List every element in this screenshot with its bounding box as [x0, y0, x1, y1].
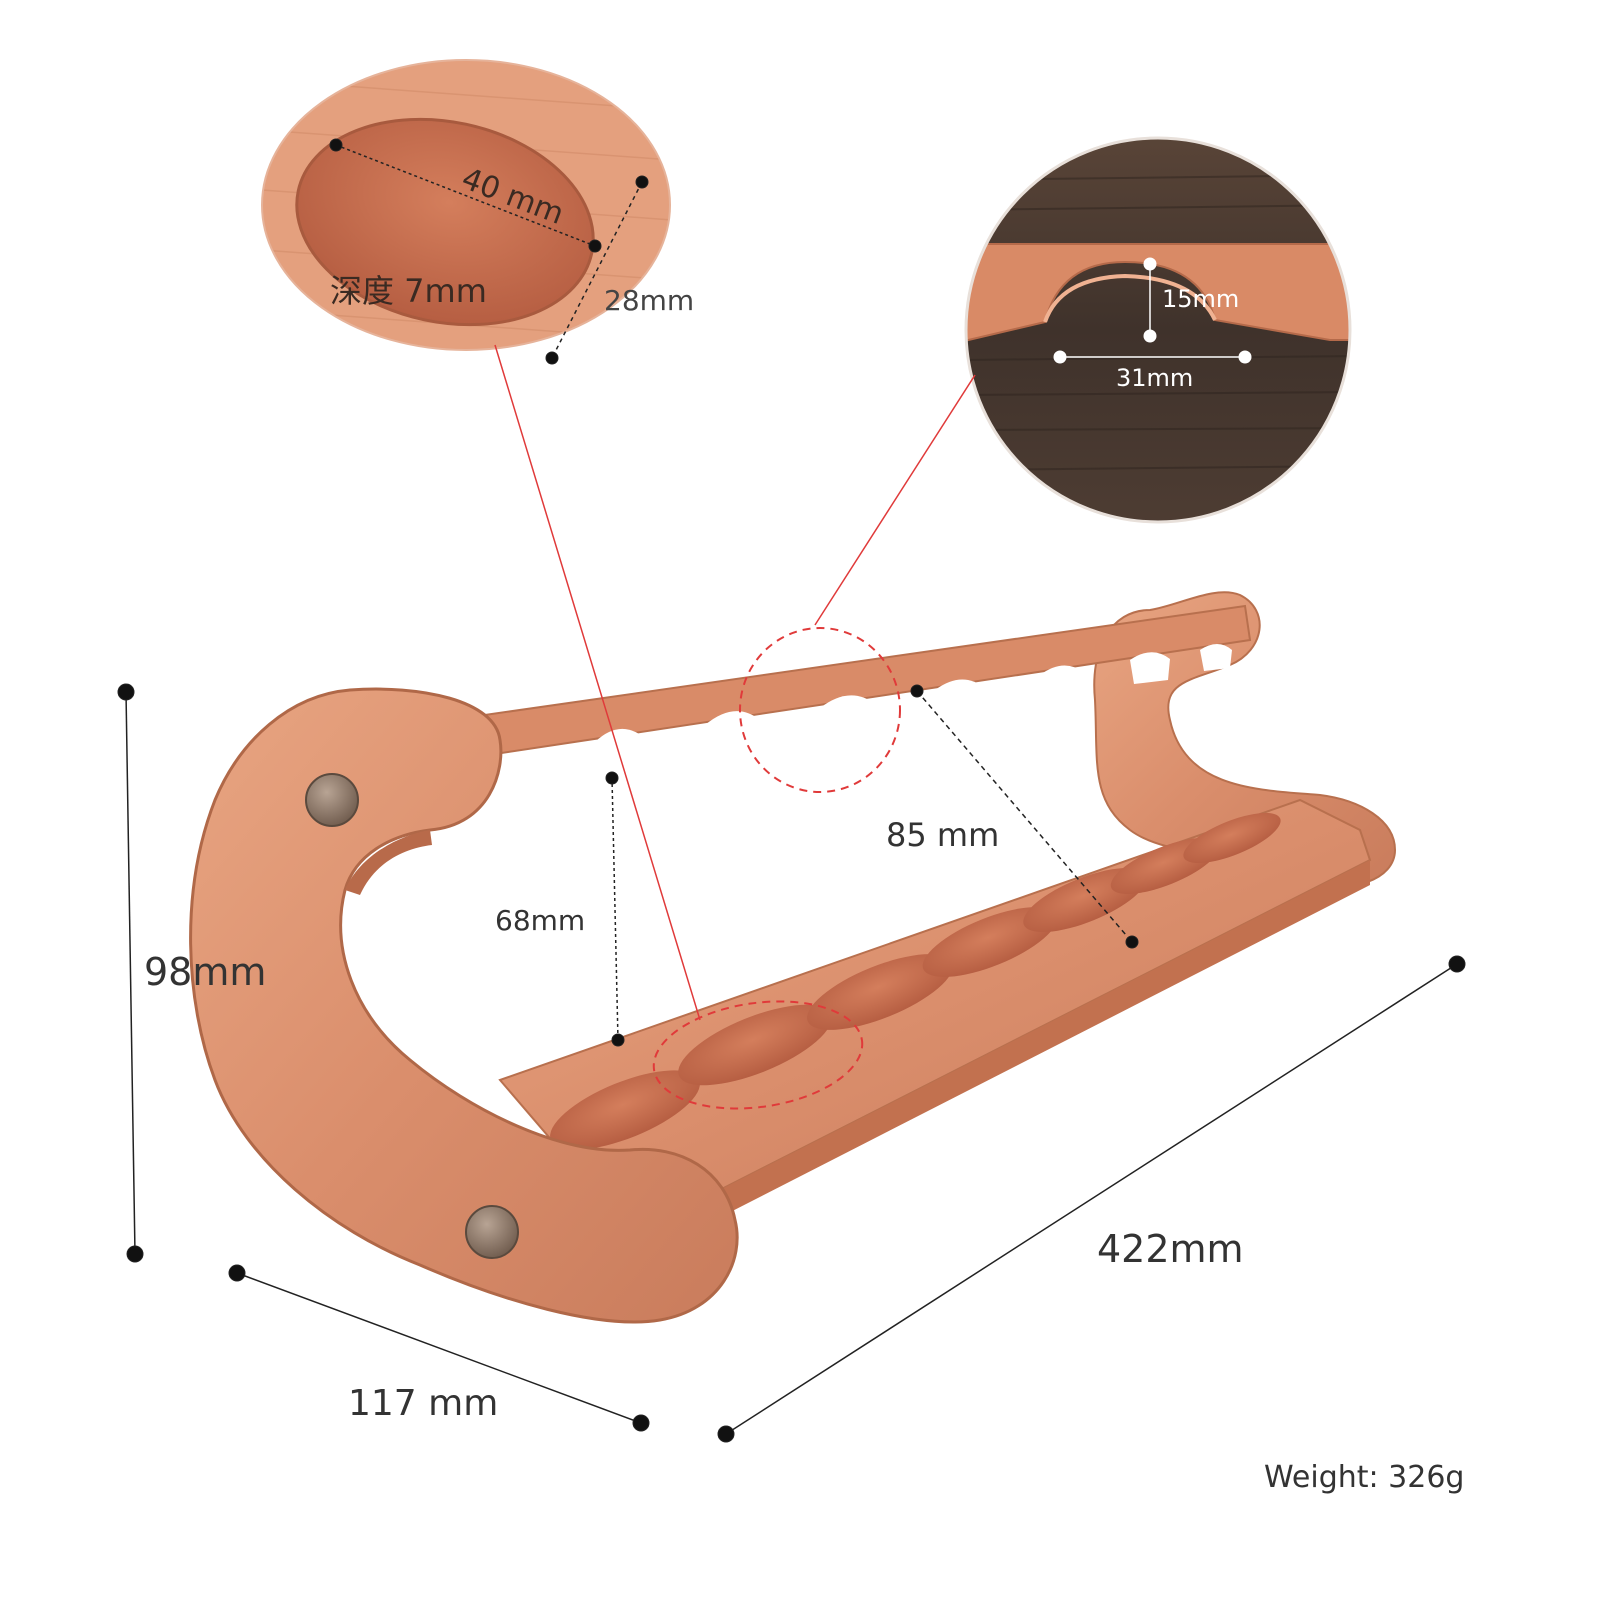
- callout-circle-slot: [652, 1000, 864, 1110]
- measure-dot: [910, 684, 924, 698]
- measure-dot: [611, 1033, 625, 1047]
- notch-measure-lines: [1053, 257, 1252, 364]
- measure-dot: [605, 771, 619, 785]
- callout-circle-notch: [739, 627, 901, 793]
- measure-dot: [635, 175, 649, 189]
- pipe-rack-product: [189, 591, 1397, 1324]
- rack-bottom-board: [498, 798, 1372, 1202]
- label-total-height: 98mm: [144, 950, 266, 994]
- label-rail-span: 85 mm: [886, 816, 999, 854]
- notch: [935, 679, 985, 716]
- notch-detail-callout: [964, 136, 1352, 524]
- measure-dot: [632, 1414, 650, 1432]
- measure-dot: [126, 1245, 144, 1263]
- label-notch-width: 31mm: [1116, 364, 1193, 392]
- label-slot-width: 28mm: [604, 284, 694, 317]
- notch: [1040, 665, 1085, 700]
- label-notch-height: 15mm: [1162, 285, 1239, 313]
- label-weight: Weight: 326g: [1264, 1460, 1464, 1495]
- measure-dot: [1125, 935, 1139, 949]
- measure-dot: [588, 239, 602, 253]
- bowl-slot: [678, 1004, 832, 1086]
- label-slot-depth: 深度 7mm: [330, 272, 487, 310]
- callout-markers: [494, 344, 976, 1110]
- label-total-depth: 117 mm: [348, 1383, 498, 1424]
- measure-dot: [1143, 329, 1157, 343]
- measure-dot: [228, 1264, 246, 1282]
- notch: [1200, 644, 1232, 671]
- measure-dot: [1053, 350, 1067, 364]
- bowl-slot: [922, 907, 1058, 977]
- measure-dot: [117, 683, 135, 701]
- label-rail-height: 68mm: [495, 904, 585, 937]
- notch: [820, 695, 875, 733]
- measure-dot: [329, 138, 343, 152]
- measure-dot: [1238, 350, 1252, 364]
- notch: [595, 728, 645, 764]
- measure-dot: [545, 351, 559, 365]
- bowl-slots: [550, 812, 1281, 1150]
- measure-dot: [1143, 257, 1157, 271]
- bowl-slot: [550, 1070, 700, 1150]
- callout-line-slot: [494, 344, 701, 1021]
- notch: [705, 711, 760, 750]
- callout-line-notch: [814, 374, 976, 626]
- rack-left-side-edge: [345, 830, 432, 895]
- notch: [1130, 652, 1170, 684]
- slot-detail-callout: [261, 59, 671, 351]
- measurement-lines: [117, 138, 1466, 1443]
- top-rail-notches: [595, 644, 1232, 764]
- measure-dot: [1448, 955, 1466, 973]
- peg-top: [305, 773, 359, 827]
- rack-left-side: [189, 687, 739, 1324]
- detail-slot: [295, 117, 595, 327]
- peg-bottom: [465, 1205, 519, 1259]
- measure-dot: [717, 1425, 735, 1443]
- bowl-slot: [1183, 812, 1281, 864]
- label-total-length: 422mm: [1097, 1227, 1244, 1271]
- bowl-slot: [807, 954, 953, 1030]
- rack-bottom-edge: [700, 860, 1370, 1225]
